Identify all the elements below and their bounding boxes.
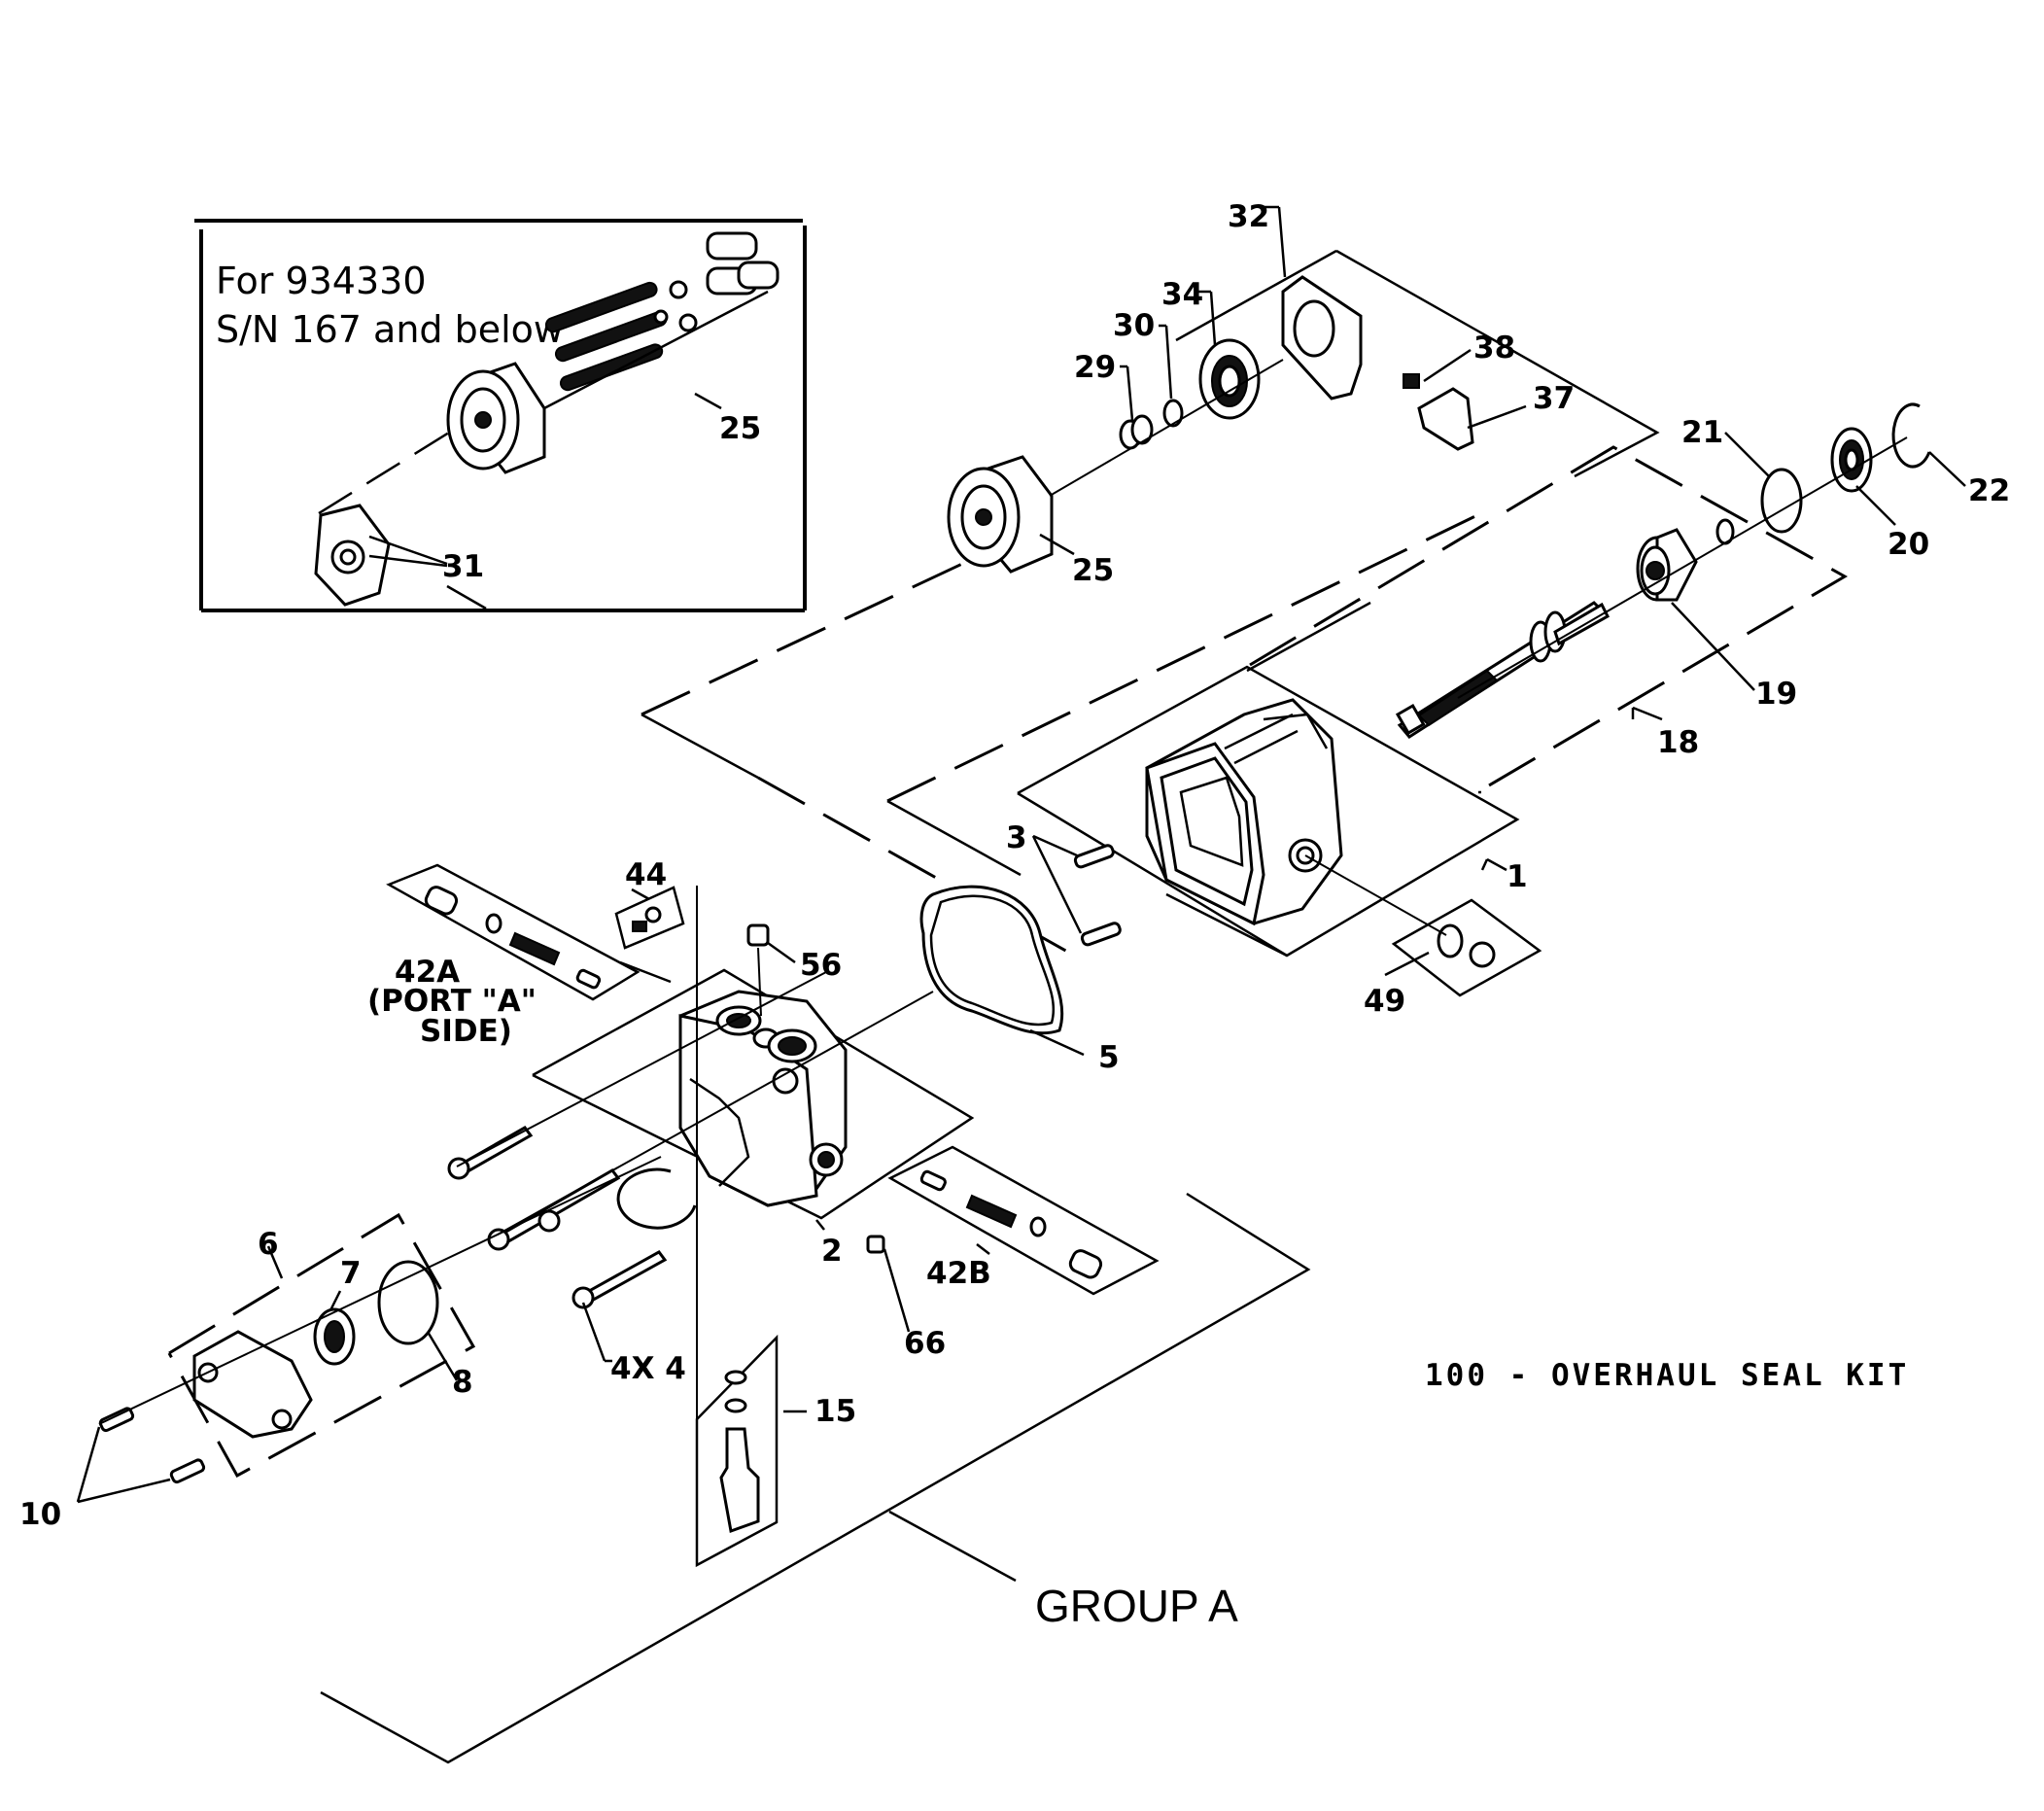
callout-3: 3 <box>1006 820 1027 855</box>
cover-6 <box>192 1330 313 1439</box>
group-a-outline <box>320 1192 1311 1764</box>
key-38 <box>1403 373 1420 389</box>
snap-ring-22 <box>1891 402 1931 469</box>
relief-valve-42b <box>887 1145 1160 1296</box>
swashplate-32 <box>1281 275 1363 401</box>
callout-66: 66 <box>904 1326 946 1361</box>
callout-42a: 42A <box>395 955 460 990</box>
callout-25-inset: 25 <box>719 411 761 446</box>
callout-8: 8 <box>452 1365 473 1400</box>
callout-5: 5 <box>1098 1040 1120 1075</box>
main-housing <box>1145 698 1343 926</box>
callout-labels: 32 34 30 29 38 37 21 22 20 19 18 1 25 25… <box>19 199 2010 1532</box>
callout-32: 32 <box>1228 199 1269 234</box>
group-label: GROUP A <box>1035 1581 1238 1631</box>
callout-49: 49 <box>1364 984 1405 1019</box>
dowel-pins <box>1073 844 1122 947</box>
part-44-box <box>614 886 685 950</box>
callout-19: 19 <box>1755 677 1797 712</box>
inset-line-1: For 934330 <box>216 260 427 302</box>
spring-29 <box>1119 414 1154 450</box>
callout-38: 38 <box>1473 331 1515 366</box>
callout-42a-side: SIDE) <box>420 1014 512 1049</box>
callout-31: 31 <box>442 549 484 584</box>
callout-44: 44 <box>625 857 667 892</box>
callout-6: 6 <box>258 1227 279 1262</box>
rear-box <box>641 249 1660 955</box>
callout-4: 4X 4 <box>610 1351 686 1386</box>
inset-piston-block <box>446 231 779 474</box>
inset-plate <box>314 504 391 607</box>
seal-kit-note: 100 - OVERHAUL SEAL KIT <box>1425 1358 1909 1393</box>
leader-lines <box>76 205 1966 1504</box>
callout-21: 21 <box>1681 415 1723 450</box>
washer-30 <box>1162 399 1184 428</box>
callout-56: 56 <box>800 948 842 983</box>
callout-22: 22 <box>1968 473 2010 508</box>
shaft-box <box>1249 445 1849 794</box>
callout-10: 10 <box>19 1497 61 1532</box>
callout-29: 29 <box>1074 350 1116 385</box>
inset-line-2: S/N 167 and below <box>216 308 564 351</box>
trunnion-37 <box>1417 387 1474 451</box>
bolts <box>447 1126 668 1309</box>
oring-8 <box>377 1260 439 1345</box>
valve-box-15 <box>695 1334 779 1568</box>
piston-block-25 <box>947 455 1054 574</box>
part-49-box <box>1391 898 1542 997</box>
callout-25: 25 <box>1072 553 1114 588</box>
cover-box-6 <box>167 1212 476 1479</box>
plug-56 <box>746 923 770 947</box>
callout-18: 18 <box>1657 725 1699 760</box>
center-section <box>678 990 848 1207</box>
relief-valve-42a <box>386 863 641 1001</box>
callout-2: 2 <box>821 1234 843 1269</box>
seal-20 <box>1830 427 1873 493</box>
callout-34: 34 <box>1161 277 1203 312</box>
gerotor-7 <box>313 1307 356 1366</box>
callout-42a-port: (PORT "A" <box>367 984 537 1019</box>
plug-66 <box>866 1235 885 1254</box>
center-section-flange <box>616 1167 697 1230</box>
bearing-19 <box>1636 528 1698 602</box>
callout-20: 20 <box>1888 527 1929 562</box>
callout-7: 7 <box>340 1256 362 1291</box>
input-shaft <box>1395 601 1610 739</box>
ring-21 <box>1760 468 1803 534</box>
callout-37: 37 <box>1533 381 1575 416</box>
cover-bolts-10 <box>98 1407 206 1484</box>
callout-1: 1 <box>1507 859 1528 894</box>
housing-box <box>1017 601 1520 958</box>
callout-30: 30 <box>1113 308 1155 343</box>
callout-15: 15 <box>814 1394 856 1429</box>
callout-42b: 42B <box>926 1256 991 1291</box>
inset-box: For 934330 S/N 167 and below <box>194 219 807 612</box>
